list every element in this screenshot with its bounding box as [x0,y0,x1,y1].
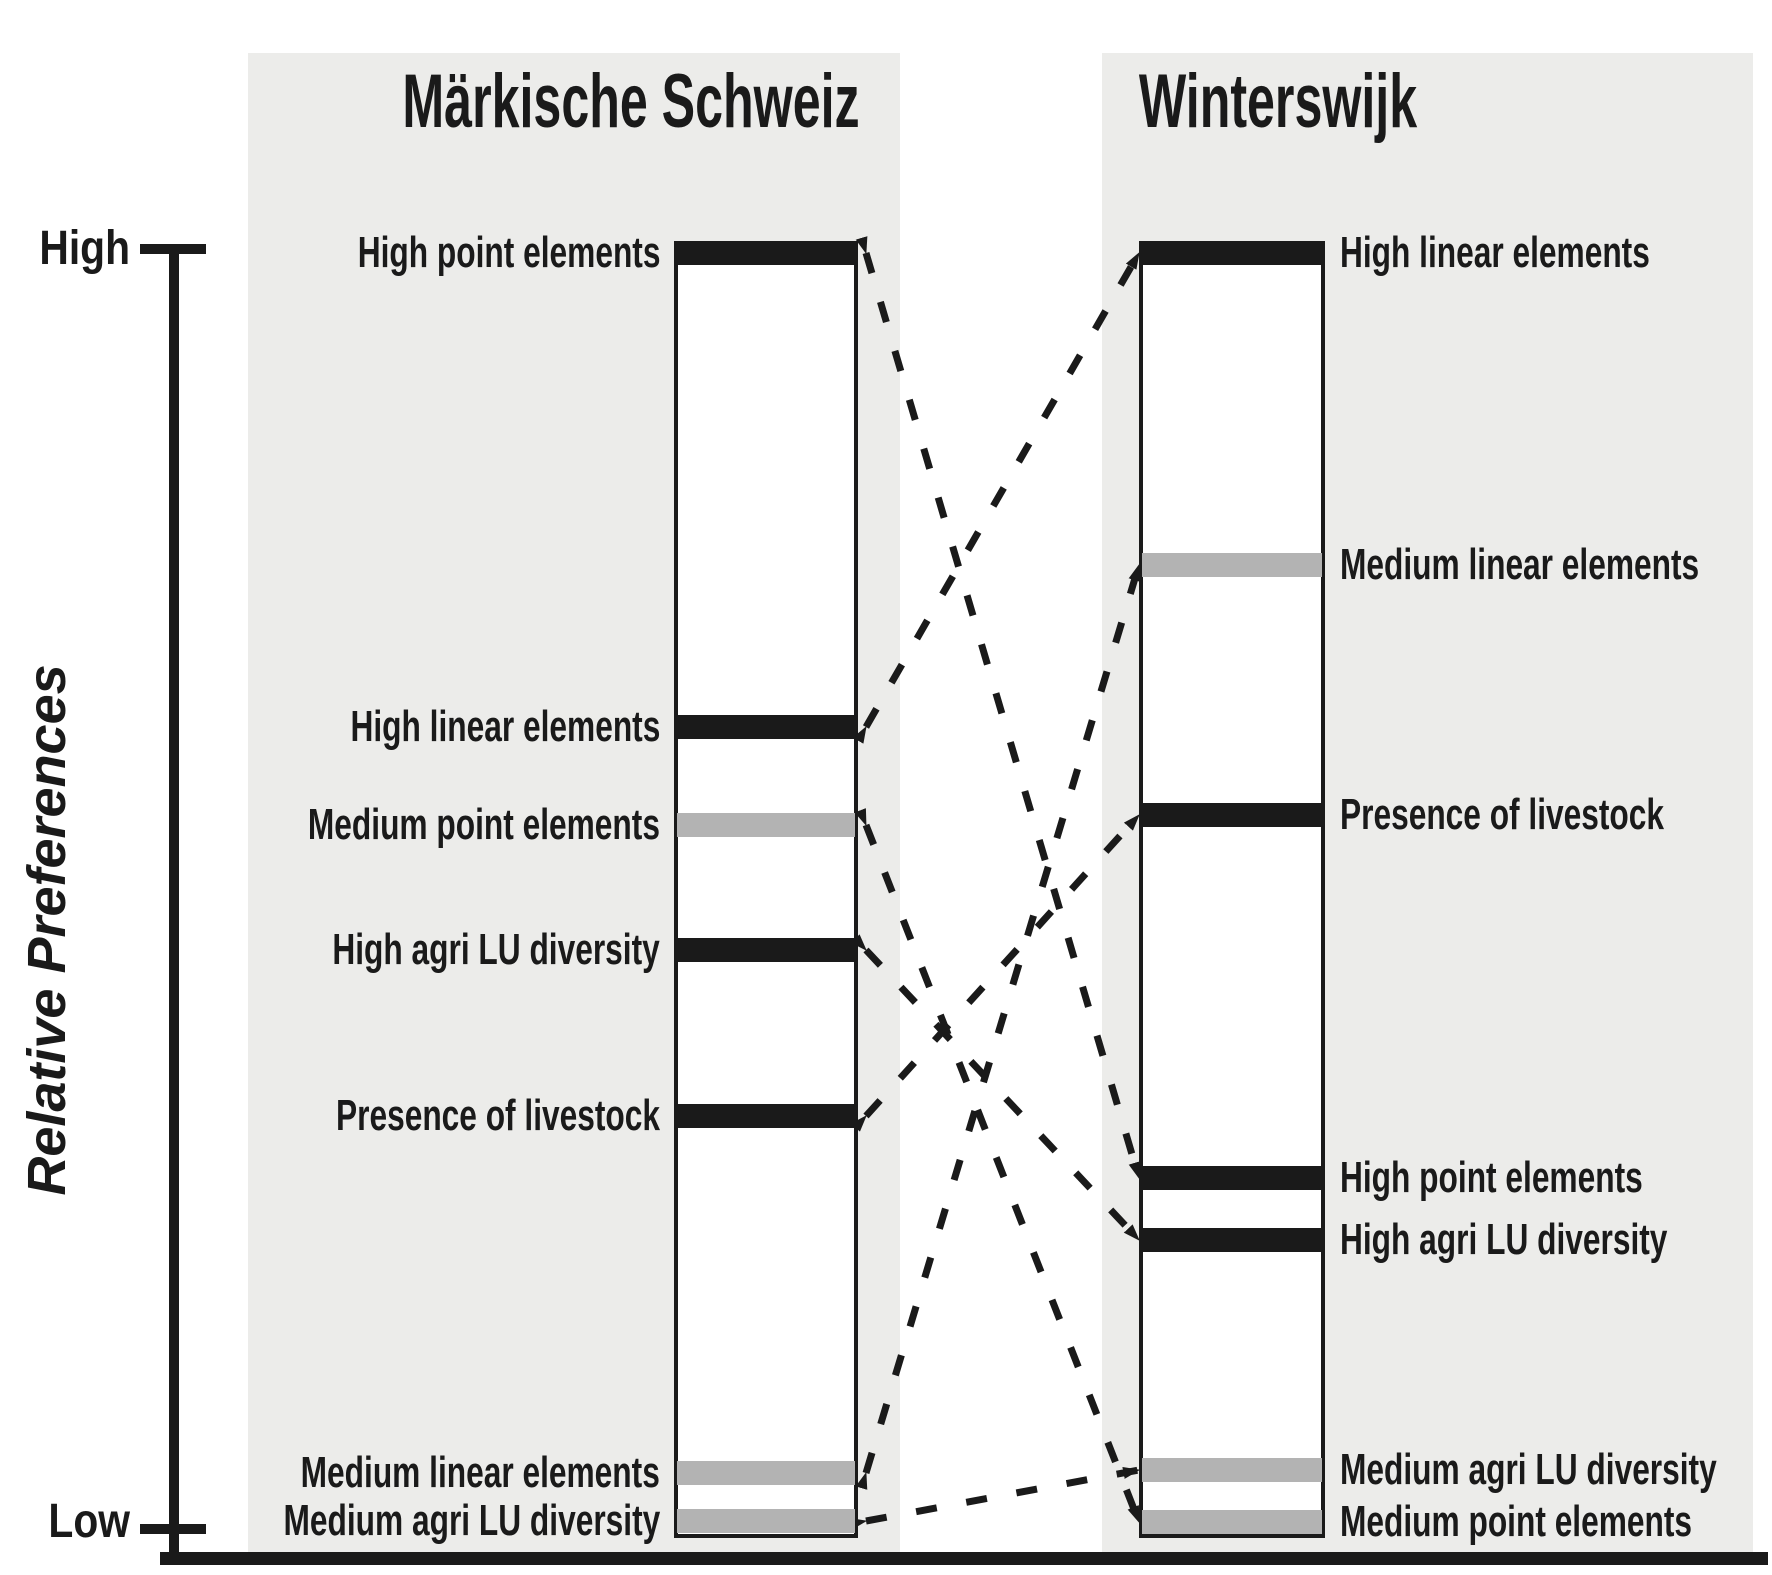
label-maerkische-schweiz-high-linear-elements: High linear elements [350,702,660,751]
y-axis-tick-low [140,1524,206,1534]
band-winterswijk-medium-linear-elements [1142,553,1322,577]
connector-presence-of-livestock [850,812,1142,1132]
preference-bar-maerkische-schweiz [674,241,858,1538]
column-title-winterswijk: Winterswijk [1138,59,1418,144]
band-winterswijk-medium-agri-lu-diversity [1142,1458,1322,1482]
label-winterswijk-high-agri-lu-diversity: High agri LU diversity [1340,1215,1668,1264]
band-maerkische-schweiz-medium-agri-lu-diversity [677,1509,855,1533]
label-maerkische-schweiz-high-agri-lu-diversity: High agri LU diversity [332,925,660,974]
label-maerkische-schweiz-high-point-elements: High point elements [357,228,660,277]
band-winterswijk-high-agri-lu-diversity [1142,1228,1322,1252]
band-winterswijk-medium-point-elements [1142,1510,1322,1534]
band-maerkische-schweiz-high-linear-elements [677,715,855,739]
y-axis-tick-high [140,244,206,254]
label-maerkische-schweiz-medium-point-elements: Medium point elements [307,800,660,849]
y-axis-title: Relative Preferences [17,664,77,1196]
connector-high-point-elements [855,236,1143,1180]
band-winterswijk-high-linear-elements [1142,241,1322,265]
y-axis-label-high: High [39,222,130,275]
label-winterswijk-medium-agri-lu-diversity: Medium agri LU diversity [1340,1445,1717,1494]
label-maerkische-schweiz-medium-agri-lu-diversity: Medium agri LU diversity [283,1496,660,1545]
label-winterswijk-high-linear-elements: High linear elements [1340,228,1650,277]
band-maerkische-schweiz-presence-of-livestock [677,1104,855,1128]
x-axis-line [160,1552,1768,1565]
label-maerkische-schweiz-medium-linear-elements: Medium linear elements [300,1448,660,1497]
label-winterswijk-medium-linear-elements: Medium linear elements [1340,540,1700,589]
connector-medium-linear-elements [855,563,1143,1490]
band-winterswijk-presence-of-livestock [1142,803,1322,827]
connector-medium-agri-lu-diversity [849,1466,1141,1530]
y-axis-label-low: Low [48,1495,130,1548]
y-axis-line [169,249,179,1565]
band-maerkische-schweiz-medium-linear-elements [677,1461,855,1485]
label-winterswijk-presence-of-livestock: Presence of livestock [1340,790,1665,839]
connector-high-agri-lu-diversity [850,934,1142,1243]
label-winterswijk-high-point-elements: High point elements [1340,1153,1643,1202]
band-winterswijk-high-point-elements [1142,1166,1322,1190]
label-winterswijk-medium-point-elements: Medium point elements [1340,1497,1693,1546]
connector-high-linear-elements [852,251,1143,744]
connector-medium-point-elements [854,808,1143,1524]
band-maerkische-schweiz-medium-point-elements [677,813,855,837]
label-maerkische-schweiz-presence-of-livestock: Presence of livestock [335,1091,660,1140]
column-title-maerkische-schweiz: Märkische Schweiz [402,59,860,144]
band-maerkische-schweiz-high-agri-lu-diversity [677,938,855,962]
preference-bar-winterswijk [1139,241,1325,1538]
band-maerkische-schweiz-high-point-elements [677,241,855,265]
